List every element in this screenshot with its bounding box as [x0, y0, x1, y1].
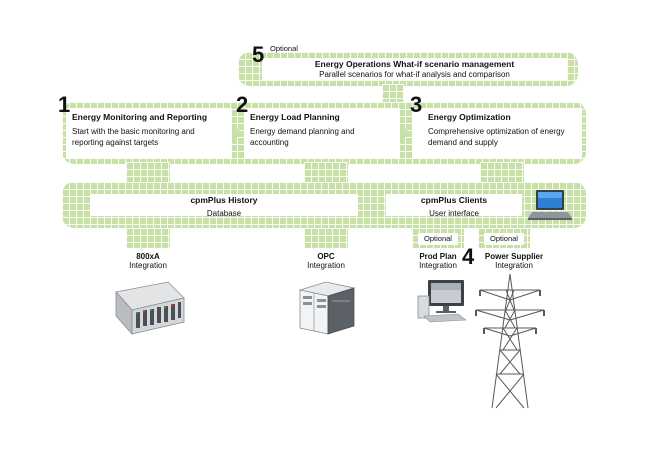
history-box: cpmPlus History Database	[90, 194, 358, 218]
whatif-connector	[382, 84, 404, 102]
integration-prodplan-name: Prod Plan	[419, 252, 457, 261]
step1-number: 1	[58, 92, 71, 117]
laptop-icon	[528, 190, 572, 220]
whatif-box: Energy Operations What-if scenario manag…	[262, 58, 567, 80]
integration-opc: OPC Integration	[288, 252, 364, 270]
step4-number: 4	[462, 244, 475, 269]
step2-box: Energy Load Planning Energy demand plann…	[244, 108, 400, 158]
step3-title: Energy Optimization	[428, 112, 511, 122]
step3-box: Energy Optimization Comprehensive optimi…	[412, 108, 582, 158]
connector-800xa	[126, 228, 170, 248]
integration-800xa-label: Integration	[129, 261, 167, 270]
integration-powersupplier-name: Power Supplier	[484, 252, 544, 261]
step1-desc: Start with the basic monitoring and repo…	[72, 127, 195, 147]
step5-optional-label: Optional	[270, 44, 298, 53]
whatif-desc: Parallel scenarios for what-if analysis …	[319, 70, 510, 79]
powersupplier-optional-label: Optional	[484, 233, 524, 245]
connector-step3	[480, 162, 524, 182]
integration-opc-label: Integration	[307, 261, 345, 270]
step2-desc: Energy demand planning and accounting	[250, 127, 355, 147]
clients-title: cpmPlus Clients	[420, 195, 488, 205]
history-title: cpmPlus History	[190, 195, 258, 205]
step3-desc: Comprehensive optimization of energy dem…	[428, 127, 565, 147]
integration-opc-name: OPC	[317, 252, 335, 261]
integration-powersupplier-label: Integration	[495, 261, 533, 270]
clients-box: cpmPlus Clients User interface	[386, 194, 522, 218]
integration-800xa-name: 800xA	[136, 252, 160, 261]
arrow-1-2	[232, 124, 242, 142]
step2-number: 2	[236, 92, 249, 117]
integration-prodplan: Prod Plan Integration	[404, 252, 472, 270]
controller-hardware-icon	[115, 281, 185, 336]
step1-title: Energy Monitoring and Reporting	[72, 112, 208, 122]
whatif-title: Energy Operations What-if scenario manag…	[314, 59, 515, 69]
server-icon	[298, 281, 356, 335]
connector-step1	[126, 162, 170, 182]
arrow-2-3	[400, 124, 410, 142]
step2-title: Energy Load Planning	[250, 112, 340, 122]
power-pylon-icon	[475, 273, 545, 409]
clients-subtitle: User interface	[429, 209, 479, 218]
workstation-icon	[417, 280, 467, 323]
integration-powersupplier: Power Supplier Integration	[476, 252, 552, 270]
step3-number: 3	[410, 92, 423, 117]
connector-opc	[304, 228, 348, 248]
integration-800xa: 800xA Integration	[110, 252, 186, 270]
connector-step2	[304, 162, 348, 182]
step1-box: Energy Monitoring and Reporting Start wi…	[66, 108, 232, 158]
history-subtitle: Database	[206, 209, 242, 218]
integration-prodplan-label: Integration	[419, 261, 457, 270]
step5-number: 5	[252, 42, 265, 67]
prodplan-optional-label: Optional	[418, 233, 458, 245]
